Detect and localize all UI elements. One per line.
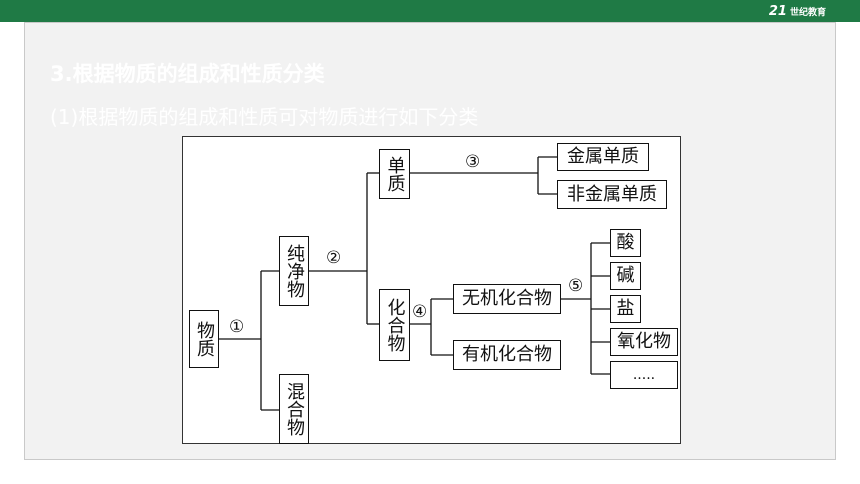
- top-bar: 21 世纪教育: [0, 0, 860, 22]
- node-base: 碱: [610, 262, 641, 290]
- connector-lines: [219, 156, 610, 411]
- logo-text: 世纪教育: [789, 7, 826, 18]
- brand-logo: 21 世纪教育: [769, 3, 826, 19]
- node-oxide: 氧化物: [610, 328, 678, 356]
- node-substance: 物质: [189, 310, 219, 368]
- node-organic: 有机化合物: [453, 340, 561, 370]
- marker-4: ④: [412, 302, 428, 322]
- node-mixture: 混合物: [279, 374, 309, 444]
- node-compound: 化合物: [379, 289, 410, 361]
- node-salt: 盐: [610, 295, 641, 323]
- node-element: 单质: [379, 149, 410, 199]
- classification-diagram: 物质 纯净物 混合物 单质 化合物 金属单质 非金属单质 无机化合物 有机化合物…: [182, 136, 681, 444]
- marker-3: ③: [465, 152, 481, 172]
- node-nonmetal-element: 非金属单质: [557, 180, 667, 209]
- node-more: .....: [610, 361, 678, 389]
- node-inorganic: 无机化合物: [453, 284, 561, 314]
- node-acid: 酸: [610, 229, 641, 257]
- logo-mark: 21: [768, 3, 787, 19]
- node-pure: 纯净物: [279, 236, 309, 306]
- marker-5: ⑤: [568, 276, 584, 296]
- node-metal-element: 金属单质: [557, 143, 649, 171]
- section-subheading: (1)根据物质的组成和性质可对物质进行如下分类: [50, 105, 479, 129]
- marker-2: ②: [326, 248, 342, 268]
- section-heading: 3.根据物质的组成和性质分类: [50, 62, 325, 86]
- marker-1: ①: [229, 317, 245, 337]
